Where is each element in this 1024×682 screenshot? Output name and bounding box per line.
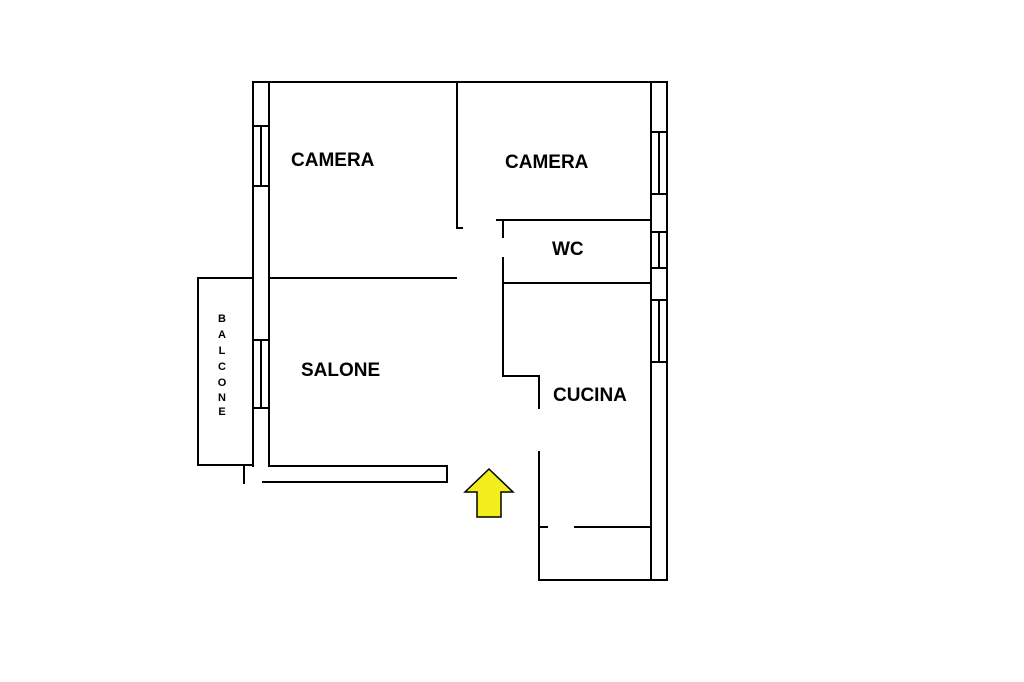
room-label-wc: WC — [552, 239, 584, 260]
room-label-camera-left: CAMERA — [291, 150, 375, 171]
room-label-cucina: CUCINA — [553, 385, 627, 406]
balcony-letter: N — [218, 392, 226, 404]
entrance-arrow-icon — [463, 467, 515, 518]
balcony-letter: B — [218, 313, 226, 325]
windows — [252, 125, 668, 409]
balcony-letter: L — [219, 345, 226, 357]
room-label-salone: SALONE — [301, 360, 380, 381]
balcony-letter: A — [218, 329, 226, 341]
room-label-camera-right: CAMERA — [505, 152, 589, 173]
balcony-letter: O — [218, 377, 227, 389]
balcony-label: B A L C O N E — [218, 313, 227, 418]
balcony-letter: E — [218, 406, 225, 418]
balcony-letter: C — [218, 361, 226, 373]
